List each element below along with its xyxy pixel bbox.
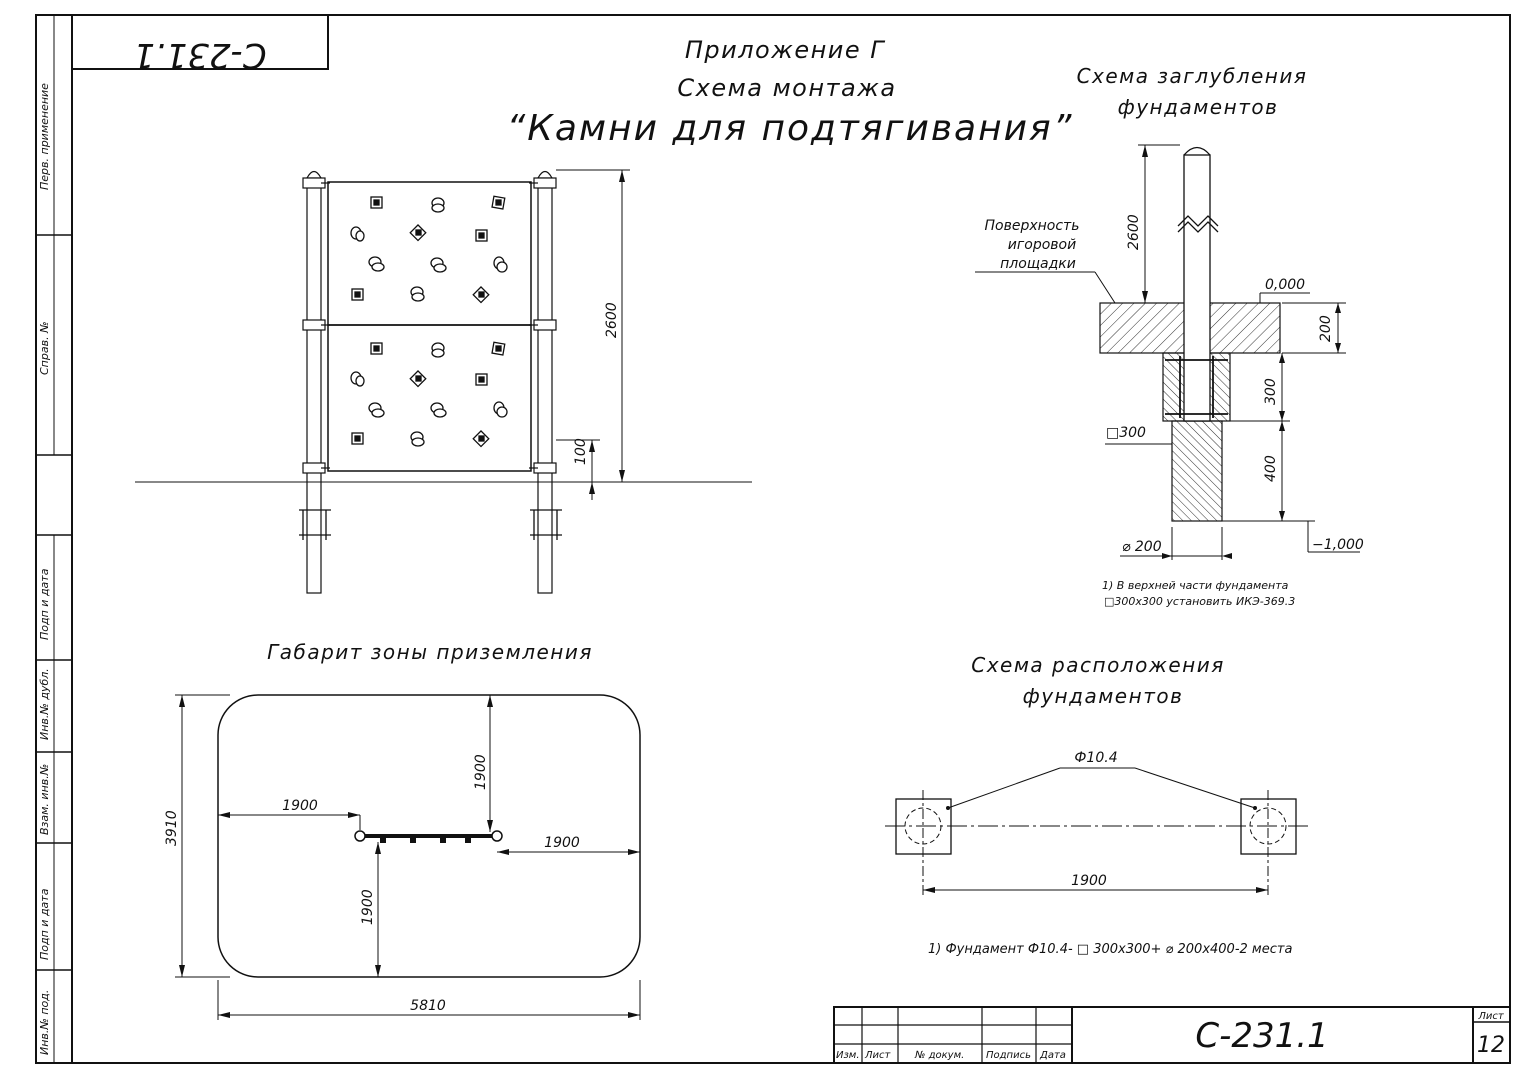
- layout-title-2: фундаментов: [1023, 684, 1184, 708]
- side-label-inv-podl: Инв.№ под.: [38, 990, 51, 1055]
- depth-note-1: 1) В верхней части фундамента: [1102, 579, 1289, 592]
- layout-note: 1) Фундамент Ф10.4- □ 300х300+ ⌀ 200х400…: [928, 942, 1292, 957]
- side-label-perv: Перв. применение: [38, 83, 51, 190]
- landing-left-clear: 1900: [282, 798, 318, 814]
- sheet-frame: [35, 14, 1511, 1064]
- landing-height: 3910: [164, 810, 180, 846]
- corner-stamp-code: С-231.1: [133, 35, 266, 75]
- title-block: Изм. Лист № докум. Подпись Дата С-231.1 …: [833, 1006, 1511, 1064]
- tb-doc-code: С-231.1: [1195, 1016, 1328, 1056]
- landing-bottom-clear: 1900: [360, 889, 376, 925]
- side-label-vzam: Взам. инв.№: [38, 764, 51, 835]
- landing-right-clear: 1900: [544, 835, 580, 851]
- landing-top-clear: 1900: [473, 754, 489, 790]
- tb-col-list: Лист: [864, 1050, 892, 1061]
- side-stamp: Перв. применение Справ. № Подп и дата Ин…: [38, 83, 51, 1055]
- depth-level-zero: 0,000: [1265, 277, 1305, 293]
- landing-title: Габарит зоны приземления: [267, 640, 593, 664]
- tb-sheet-label: Лист: [1477, 1011, 1505, 1022]
- depth-title-2: фундаментов: [1118, 95, 1279, 119]
- title-name: “Камни для подтягивания”: [507, 108, 1074, 149]
- front-clearance-dim: 100: [573, 438, 589, 465]
- depth-slab: 200: [1318, 315, 1334, 342]
- layout-foundation-label: Ф10.4: [1074, 750, 1117, 766]
- depth-lower: 400: [1263, 455, 1279, 482]
- depth-bottom-level: −1,000: [1312, 537, 1364, 553]
- landing-width: 5810: [410, 998, 446, 1014]
- side-label-sprav: Справ. №: [38, 321, 51, 375]
- foundation-layout: Схема расположения фундаментов Ф10.4 190…: [885, 653, 1310, 957]
- depth-title-1: Схема заглубления: [1077, 64, 1308, 88]
- title-scheme: Схема монтажа: [677, 74, 896, 102]
- depth-upper: 300: [1263, 378, 1279, 405]
- surface-label-3: площадки: [1000, 256, 1076, 272]
- tb-col-sign: Подпись: [986, 1050, 1031, 1061]
- sheet-title: Приложение Г Схема монтажа “Камни для по…: [507, 36, 1074, 149]
- depth-diameter: ⌀ 200: [1122, 539, 1162, 555]
- layout-title-1: Схема расположения: [971, 653, 1225, 677]
- depth-post-height: 2600: [1126, 214, 1142, 250]
- front-view: 2600 100: [135, 169, 752, 594]
- surface-label-1: Поверхность: [985, 218, 1080, 234]
- tb-col-izm: Изм.: [836, 1050, 860, 1061]
- corner-stamp: С-231.1: [71, 14, 329, 75]
- depth-square: □300: [1106, 425, 1146, 441]
- depth-note-2: □300х300 установить ИКЭ-369.3: [1104, 595, 1295, 608]
- tb-col-doc: № докум.: [914, 1050, 964, 1061]
- depth-scheme: Схема заглубления фундаментов: [975, 64, 1364, 608]
- landing-zone: Габарит зоны приземления 3910 5810: [164, 640, 641, 1020]
- side-label-podp-2: Подп и дата: [38, 888, 51, 960]
- side-label-inv-dubl: Инв.№ дубл.: [38, 668, 51, 740]
- title-appendix: Приложение Г: [685, 36, 885, 64]
- surface-label-2: игоровой: [1008, 237, 1076, 253]
- tb-sheet-no: 12: [1477, 1033, 1505, 1058]
- layout-spacing: 1900: [1071, 873, 1107, 889]
- tb-col-date: Дата: [1039, 1050, 1066, 1061]
- side-label-podp-1: Подп и дата: [38, 568, 51, 640]
- front-height-dim: 2600: [604, 302, 620, 338]
